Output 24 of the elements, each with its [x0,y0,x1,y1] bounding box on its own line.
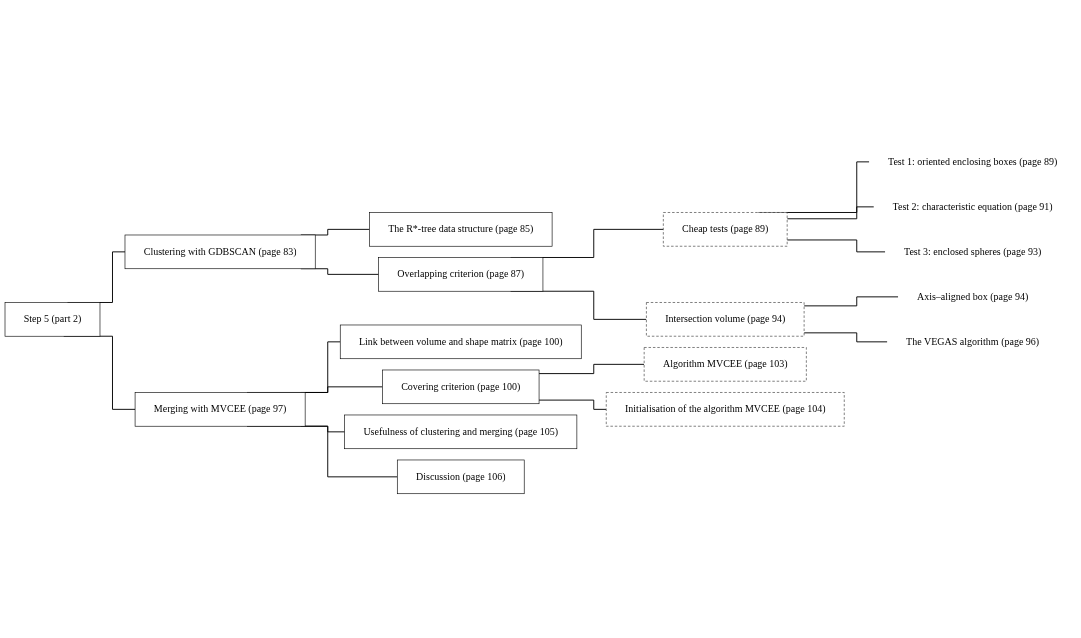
node-box: Link between volume and shape matrix (page 100) [339,324,582,359]
node-box: Merging with MVCEE (page 97) [134,391,306,427]
node-box: Intersection volume (page 94) [646,301,805,337]
connector [803,332,888,342]
node-text: The VEGAS algorithm (page 96) [906,335,1040,347]
connector [786,206,875,219]
node-box: Clustering with GDBSCAN (page 83) [124,234,316,269]
node-box: Step 5 (part 2) [4,301,101,337]
node-box: The R*-tree data structure (page 85) [369,211,553,247]
node-box: Cheap tests (page 89) [663,211,788,247]
node-box: Initialisation of the algorithm MVCEE (page 104) [605,391,845,427]
node-text: Test 2: characteristic equation (page 91) [892,200,1053,212]
node-text: Test 1: oriented enclosing boxes (page 89) [888,155,1058,167]
node-box: Discussion (page 106) [397,459,525,494]
connector [803,296,899,306]
node-box: Covering criterion (page 100) [382,369,540,404]
connector [538,363,645,374]
node-box: Usefulness of clustering and merging (page 105) [344,414,578,449]
node-text: Test 3: enclosed spheres (page 93) [903,245,1042,257]
node-box: Overlapping criterion (page 87) [378,256,544,292]
node-text: Axis–aligned box (page 94) [916,290,1029,302]
node-box: Algorithm MVCEE (page 103) [643,346,807,382]
connector [786,239,886,252]
connector [538,399,607,410]
